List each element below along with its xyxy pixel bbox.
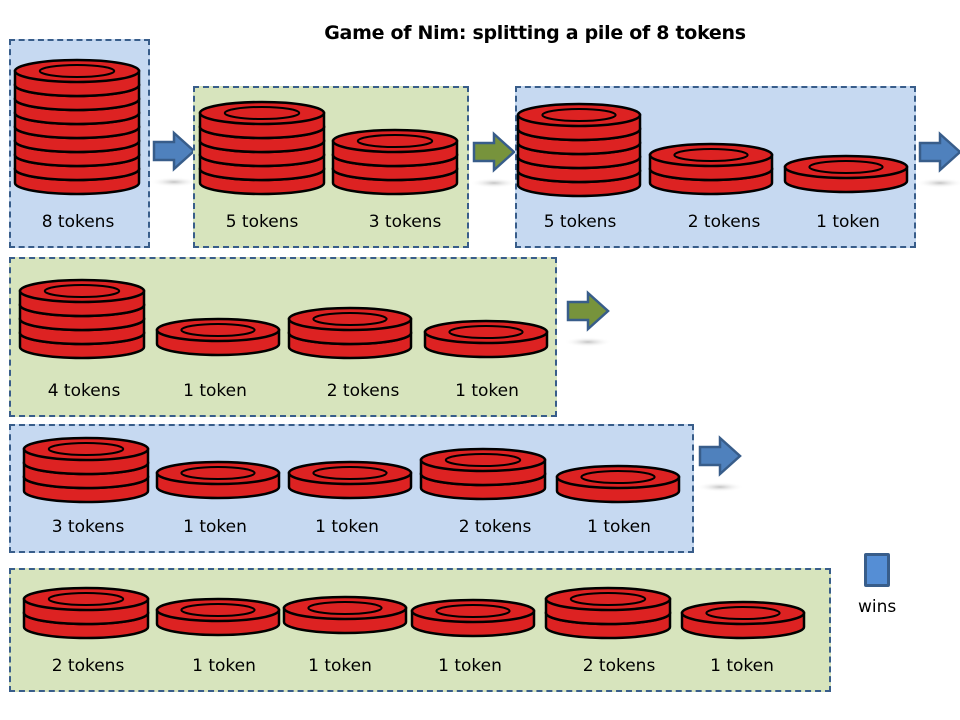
token bbox=[544, 586, 672, 626]
token bbox=[555, 464, 681, 504]
token-stack bbox=[544, 586, 672, 640]
diagram-title: Game of Nim: splitting a pile of 8 token… bbox=[324, 22, 746, 44]
token-inner-ring bbox=[47, 441, 125, 457]
token bbox=[287, 460, 413, 500]
token-stack bbox=[287, 460, 413, 500]
token bbox=[410, 598, 536, 638]
token-inner-ring bbox=[580, 469, 656, 485]
arrow-shadow bbox=[696, 482, 744, 492]
token bbox=[155, 460, 281, 500]
pile-label: 1 token bbox=[587, 517, 651, 537]
pile-label: 1 token bbox=[816, 212, 880, 232]
token-stack bbox=[648, 142, 774, 196]
token bbox=[22, 586, 150, 626]
token-inner-ring bbox=[444, 452, 522, 468]
pile-label: 2 tokens bbox=[687, 212, 761, 232]
token-inner-ring bbox=[808, 159, 884, 175]
pile-label: 1 token bbox=[308, 656, 372, 676]
pile-label: 3 tokens bbox=[51, 517, 125, 537]
token-stack bbox=[22, 586, 150, 640]
token bbox=[155, 597, 281, 637]
token-inner-ring bbox=[223, 105, 301, 121]
token-inner-ring bbox=[356, 133, 434, 149]
token-stack bbox=[155, 317, 281, 357]
arrow-right-icon bbox=[564, 290, 614, 347]
legend-swatch-blue bbox=[864, 553, 890, 587]
pile-label: 2 tokens bbox=[458, 517, 532, 537]
token-stack bbox=[410, 598, 536, 638]
pile-label: 8 tokens bbox=[41, 212, 115, 232]
token-stack bbox=[680, 600, 806, 640]
token-stack bbox=[18, 278, 146, 360]
pile-label: 5 tokens bbox=[225, 212, 299, 232]
token-inner-ring bbox=[312, 465, 388, 481]
arrow-shadow bbox=[470, 178, 518, 188]
pile-label: 4 tokens bbox=[47, 381, 121, 401]
token-inner-ring bbox=[541, 107, 617, 123]
token bbox=[680, 600, 806, 640]
pile-label: 2 tokens bbox=[326, 381, 400, 401]
pile-label: 1 token bbox=[315, 517, 379, 537]
pile-label: 1 token bbox=[183, 381, 247, 401]
token-inner-ring bbox=[435, 603, 511, 619]
arrow-right-icon bbox=[150, 130, 200, 187]
token-stack bbox=[287, 306, 413, 360]
pile-label: 5 tokens bbox=[543, 212, 617, 232]
token-stack bbox=[198, 100, 326, 196]
token bbox=[22, 436, 150, 476]
token bbox=[282, 595, 408, 635]
token bbox=[287, 306, 413, 346]
pile-label: 2 tokens bbox=[582, 656, 656, 676]
token-inner-ring bbox=[673, 147, 749, 163]
token-stack bbox=[516, 102, 642, 198]
arrow-right-icon bbox=[470, 131, 520, 188]
token-stack bbox=[13, 58, 141, 196]
token bbox=[331, 128, 459, 168]
token-inner-ring bbox=[307, 600, 383, 616]
token-stack bbox=[419, 447, 547, 501]
token bbox=[516, 102, 642, 142]
token bbox=[423, 319, 549, 359]
pile-label: 1 token bbox=[438, 656, 502, 676]
arrow-shadow bbox=[564, 337, 612, 347]
token-inner-ring bbox=[47, 591, 125, 607]
token-stack bbox=[155, 460, 281, 500]
pile-label: 1 token bbox=[710, 656, 774, 676]
token-stack bbox=[22, 436, 150, 504]
pile-label: 3 tokens bbox=[368, 212, 442, 232]
token-inner-ring bbox=[180, 602, 256, 618]
legend-label: wins bbox=[858, 597, 897, 617]
token-stack bbox=[155, 597, 281, 637]
token-inner-ring bbox=[569, 591, 647, 607]
token bbox=[648, 142, 774, 182]
token-inner-ring bbox=[180, 465, 256, 481]
token bbox=[18, 278, 146, 318]
arrow-shadow bbox=[150, 177, 198, 187]
token-inner-ring bbox=[43, 283, 121, 299]
token bbox=[155, 317, 281, 357]
token-inner-ring bbox=[312, 311, 388, 327]
token-stack bbox=[282, 595, 408, 635]
token-inner-ring bbox=[448, 324, 524, 340]
pile-label: 1 token bbox=[183, 517, 247, 537]
pile-label: 1 token bbox=[192, 656, 256, 676]
token bbox=[783, 154, 909, 194]
token-stack bbox=[555, 464, 681, 504]
token-stack bbox=[331, 128, 459, 196]
token bbox=[198, 100, 326, 140]
token-inner-ring bbox=[705, 605, 781, 621]
pile-label: 1 token bbox=[455, 381, 519, 401]
arrow-right-icon bbox=[916, 131, 960, 188]
token bbox=[13, 58, 141, 98]
arrow-shadow bbox=[916, 178, 960, 188]
token-inner-ring bbox=[180, 322, 256, 338]
pile-label: 2 tokens bbox=[51, 656, 125, 676]
token-inner-ring bbox=[38, 63, 116, 79]
token-stack bbox=[423, 319, 549, 359]
token-stack bbox=[783, 154, 909, 194]
token bbox=[419, 447, 547, 487]
arrow-right-icon bbox=[696, 435, 746, 492]
